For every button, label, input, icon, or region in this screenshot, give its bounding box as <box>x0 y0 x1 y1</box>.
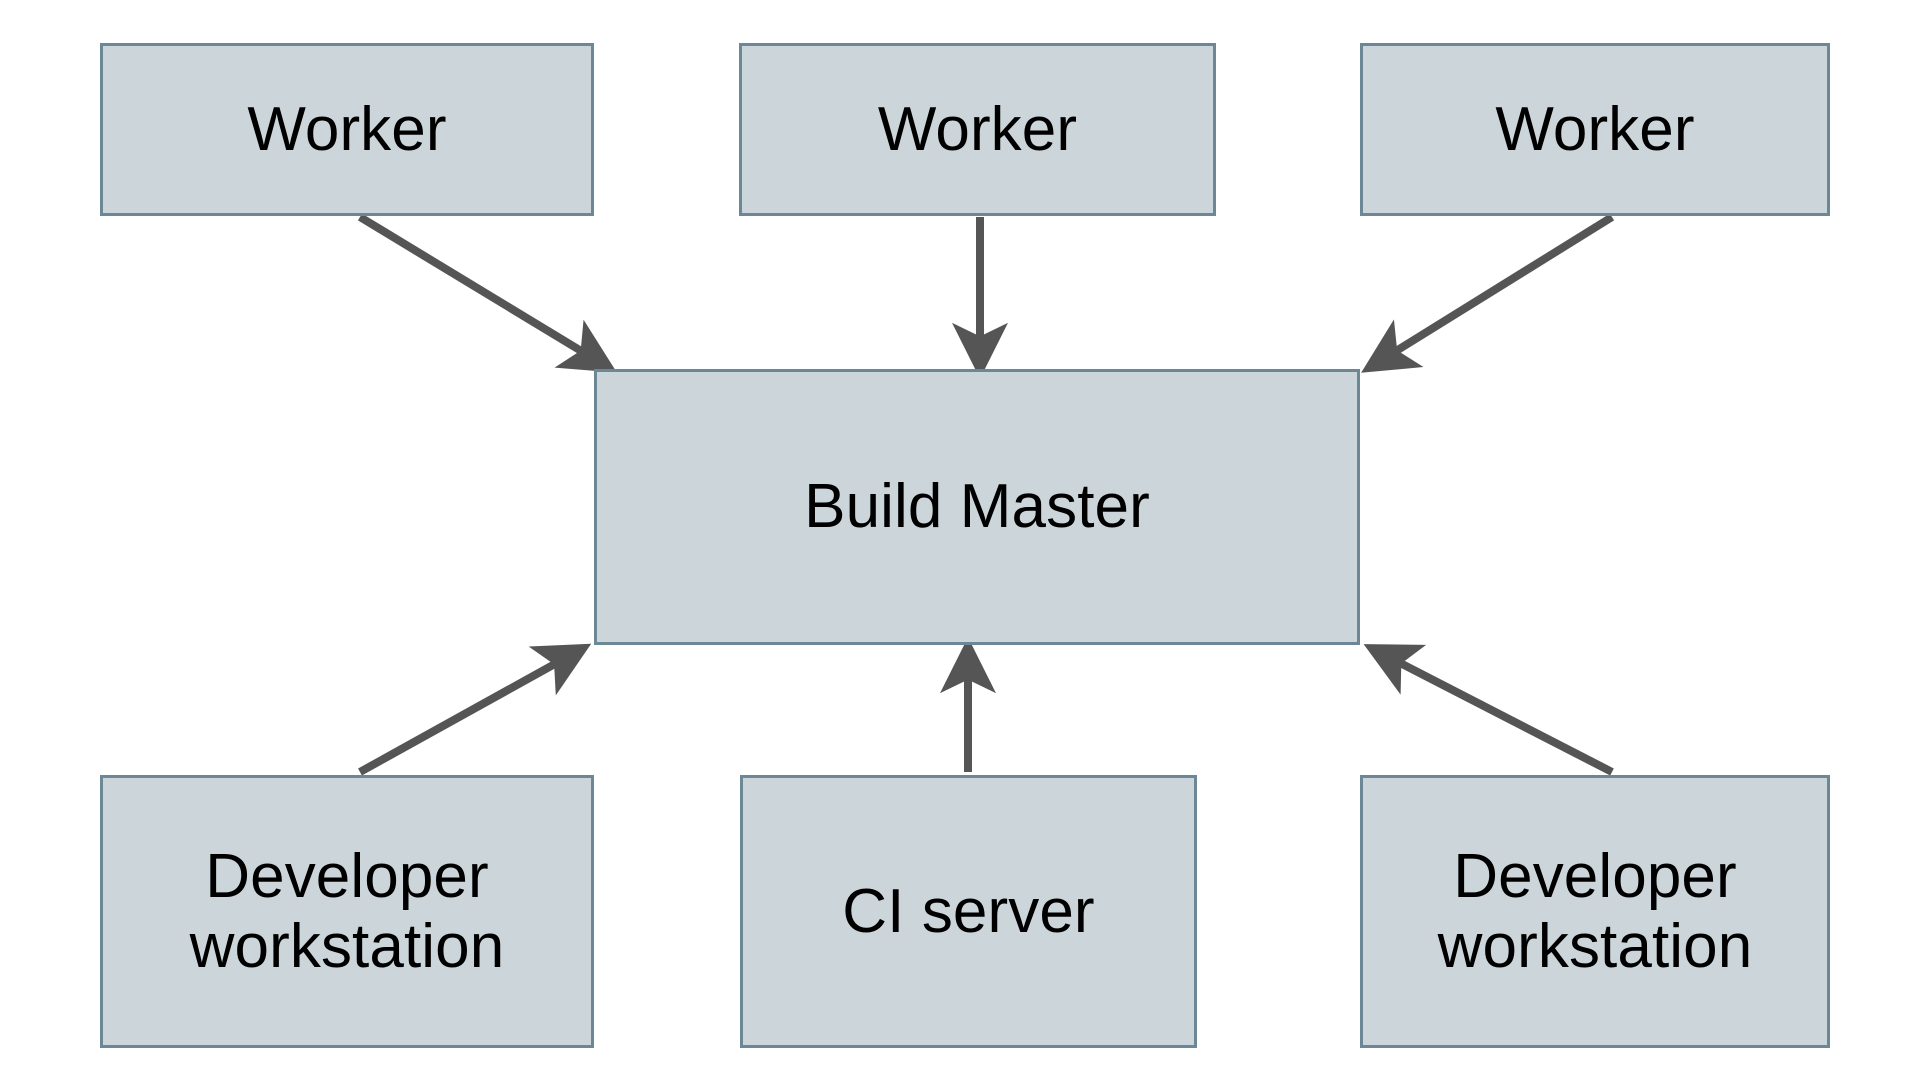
node-worker-2[interactable]: Worker <box>739 43 1216 216</box>
node-worker-2-label: Worker <box>877 94 1078 164</box>
e-devL-master <box>358 643 592 776</box>
node-worker-1[interactable]: Worker <box>100 43 594 216</box>
node-worker-3-label: Worker <box>1495 94 1695 164</box>
node-build-master[interactable]: Build Master <box>594 369 1360 645</box>
node-build-master-label: Build Master <box>804 472 1150 542</box>
node-developer-workstation-right-label: Developer workstation <box>1437 842 1753 981</box>
node-developer-workstation-left-label: Developer workstation <box>189 842 505 981</box>
node-ci-server[interactable]: CI server <box>740 775 1197 1048</box>
node-developer-workstation-left[interactable]: Developer workstation <box>100 775 594 1048</box>
node-developer-workstation-right[interactable]: Developer workstation <box>1360 775 1830 1048</box>
node-worker-3[interactable]: Worker <box>1360 43 1830 216</box>
e-worker1-master <box>357 213 617 373</box>
e-devR-master <box>1363 644 1614 776</box>
e-worker3-master <box>1361 213 1615 373</box>
node-worker-1-label: Worker <box>247 94 447 164</box>
node-ci-server-label: CI server <box>842 876 1095 946</box>
